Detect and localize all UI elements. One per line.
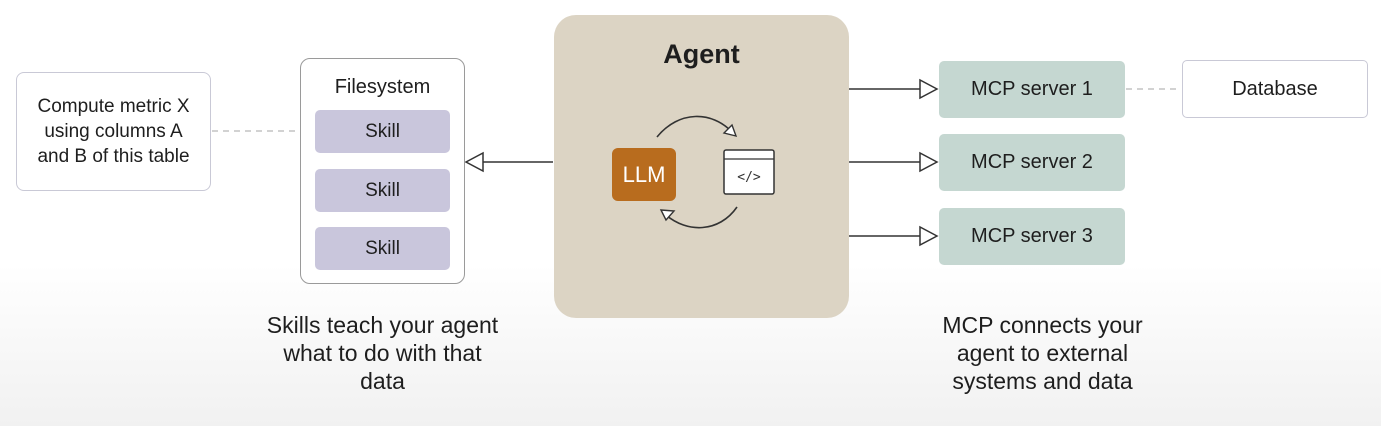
user-prompt-box: Compute metric X using columns A and B o… [16, 72, 211, 191]
mcp-server-3: MCP server 3 [939, 208, 1125, 265]
arrow-head-icon [919, 151, 939, 173]
arrow-head-icon [919, 225, 939, 247]
skills-caption: Skills teach your agent what to do with … [266, 312, 499, 394]
filesystem-box: Filesystem Skill Skill Skill [300, 58, 465, 284]
user-prompt-text: Compute metric X using columns A and B o… [37, 96, 190, 167]
agent-box: Agent LLM </> [554, 15, 849, 318]
agent-title: Agent [663, 39, 740, 69]
arrow-head-icon [464, 151, 484, 173]
code-window-icon: </> [723, 149, 775, 195]
llm-label: LLM [622, 161, 666, 187]
database-box: Database [1182, 60, 1368, 118]
database-label: Database [1232, 77, 1318, 100]
filesystem-title: Filesystem [334, 76, 431, 98]
skill-item: Skill [315, 110, 450, 153]
skill-item: Skill [315, 169, 450, 212]
llm-badge: LLM [612, 148, 676, 201]
code-glyph: </> [737, 170, 761, 185]
mcp-server-2: MCP server 2 [939, 134, 1125, 191]
mcp-server-1: MCP server 1 [939, 61, 1125, 118]
skill-item: Skill [315, 227, 450, 270]
arrow-head-icon [919, 78, 939, 100]
cycle-arrow-icon [656, 115, 738, 229]
mcp-caption: MCP connects your agent to external syst… [942, 312, 1143, 394]
